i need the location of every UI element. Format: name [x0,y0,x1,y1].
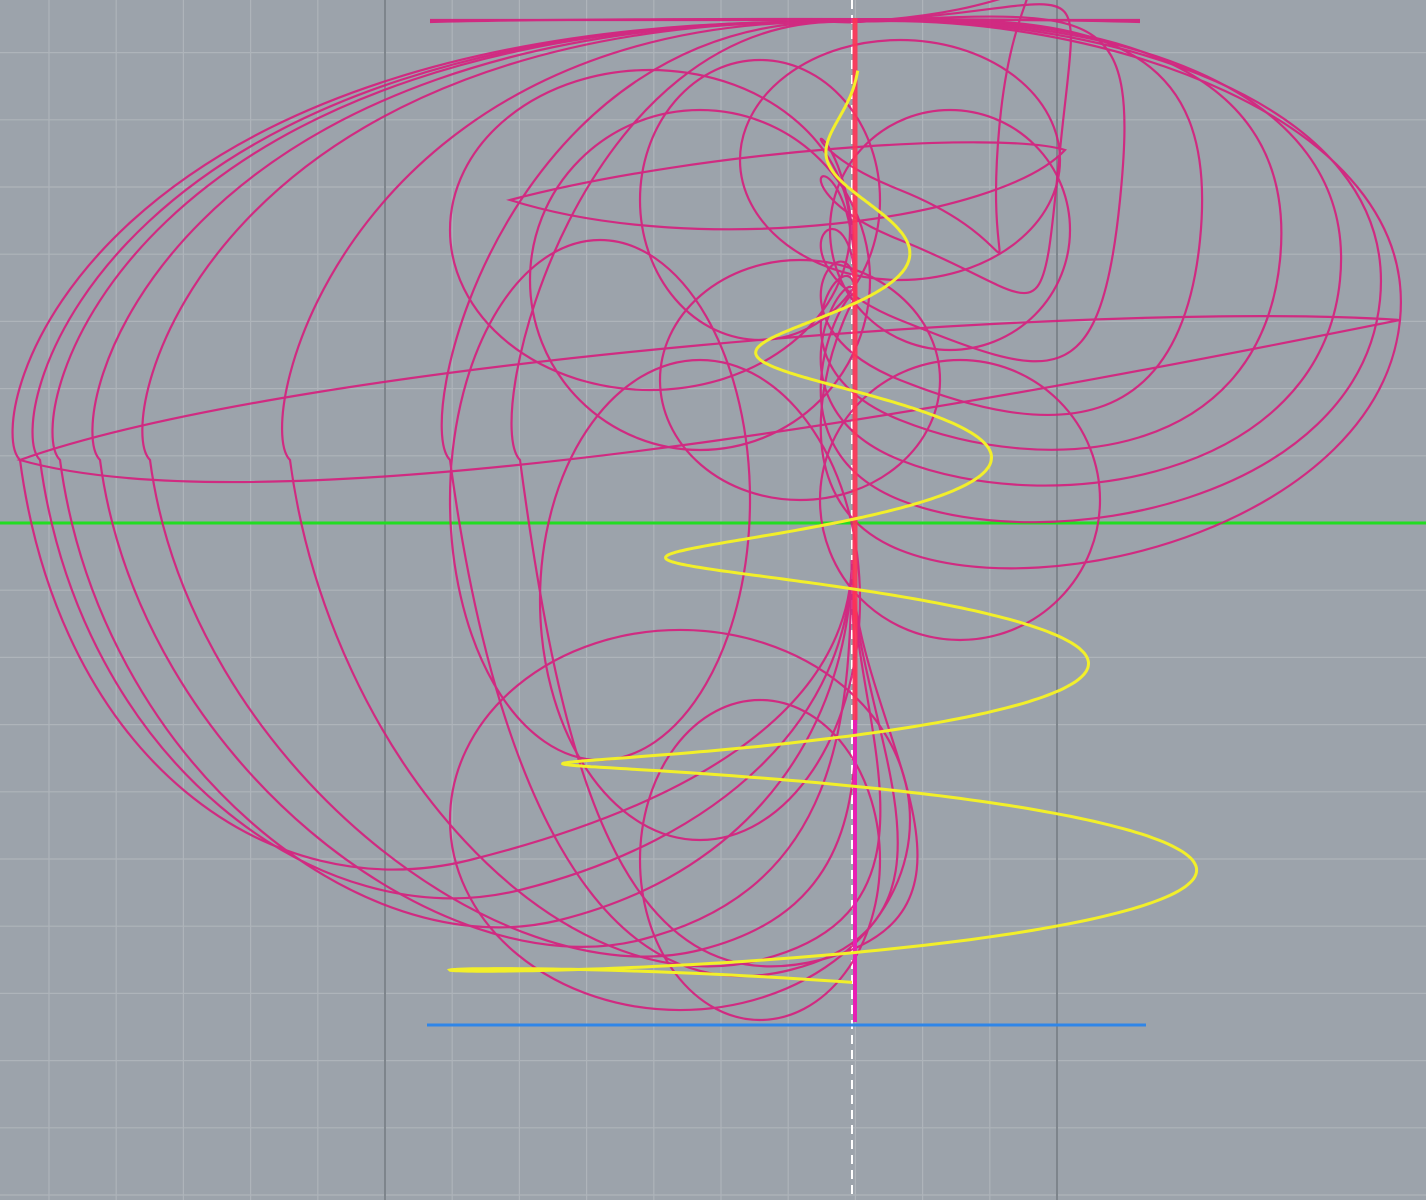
swept-curve-set[interactable] [11,0,1402,1022]
swept-curve[interactable] [828,108,1072,352]
swept-curve[interactable] [538,358,862,842]
swept-curve[interactable] [11,20,854,871]
swept-curve[interactable] [638,698,882,1022]
swept-curve[interactable] [510,20,919,968]
swept-curve[interactable] [819,0,1028,301]
swept-curve[interactable] [448,68,852,392]
swept-curve[interactable] [819,18,1204,417]
swept-curve[interactable] [658,258,942,502]
swept-curve[interactable] [819,15,1126,363]
swept-curve[interactable] [91,20,854,948]
swept-curve[interactable] [16,315,1401,484]
swept-curve[interactable] [819,19,1383,524]
swept-curve[interactable] [448,628,912,1012]
swept-curve[interactable] [31,20,854,900]
swept-curve[interactable] [819,19,1343,487]
swept-curve[interactable] [51,20,854,929]
swept-curve[interactable] [440,20,899,978]
swept-curve[interactable] [448,238,752,762]
spiral-curve[interactable] [446,70,1199,984]
swept-curve[interactable] [819,20,1402,570]
swept-curve[interactable] [429,17,1141,24]
swept-curve[interactable] [280,20,882,968]
swept-curve[interactable] [528,108,872,452]
swept-curve[interactable] [141,20,858,958]
swept-curve[interactable] [638,58,882,342]
swept-curve[interactable] [819,3,1072,301]
swept-curve[interactable] [506,141,1068,231]
swept-curve[interactable] [738,38,1062,282]
swept-curve[interactable] [818,358,1102,642]
